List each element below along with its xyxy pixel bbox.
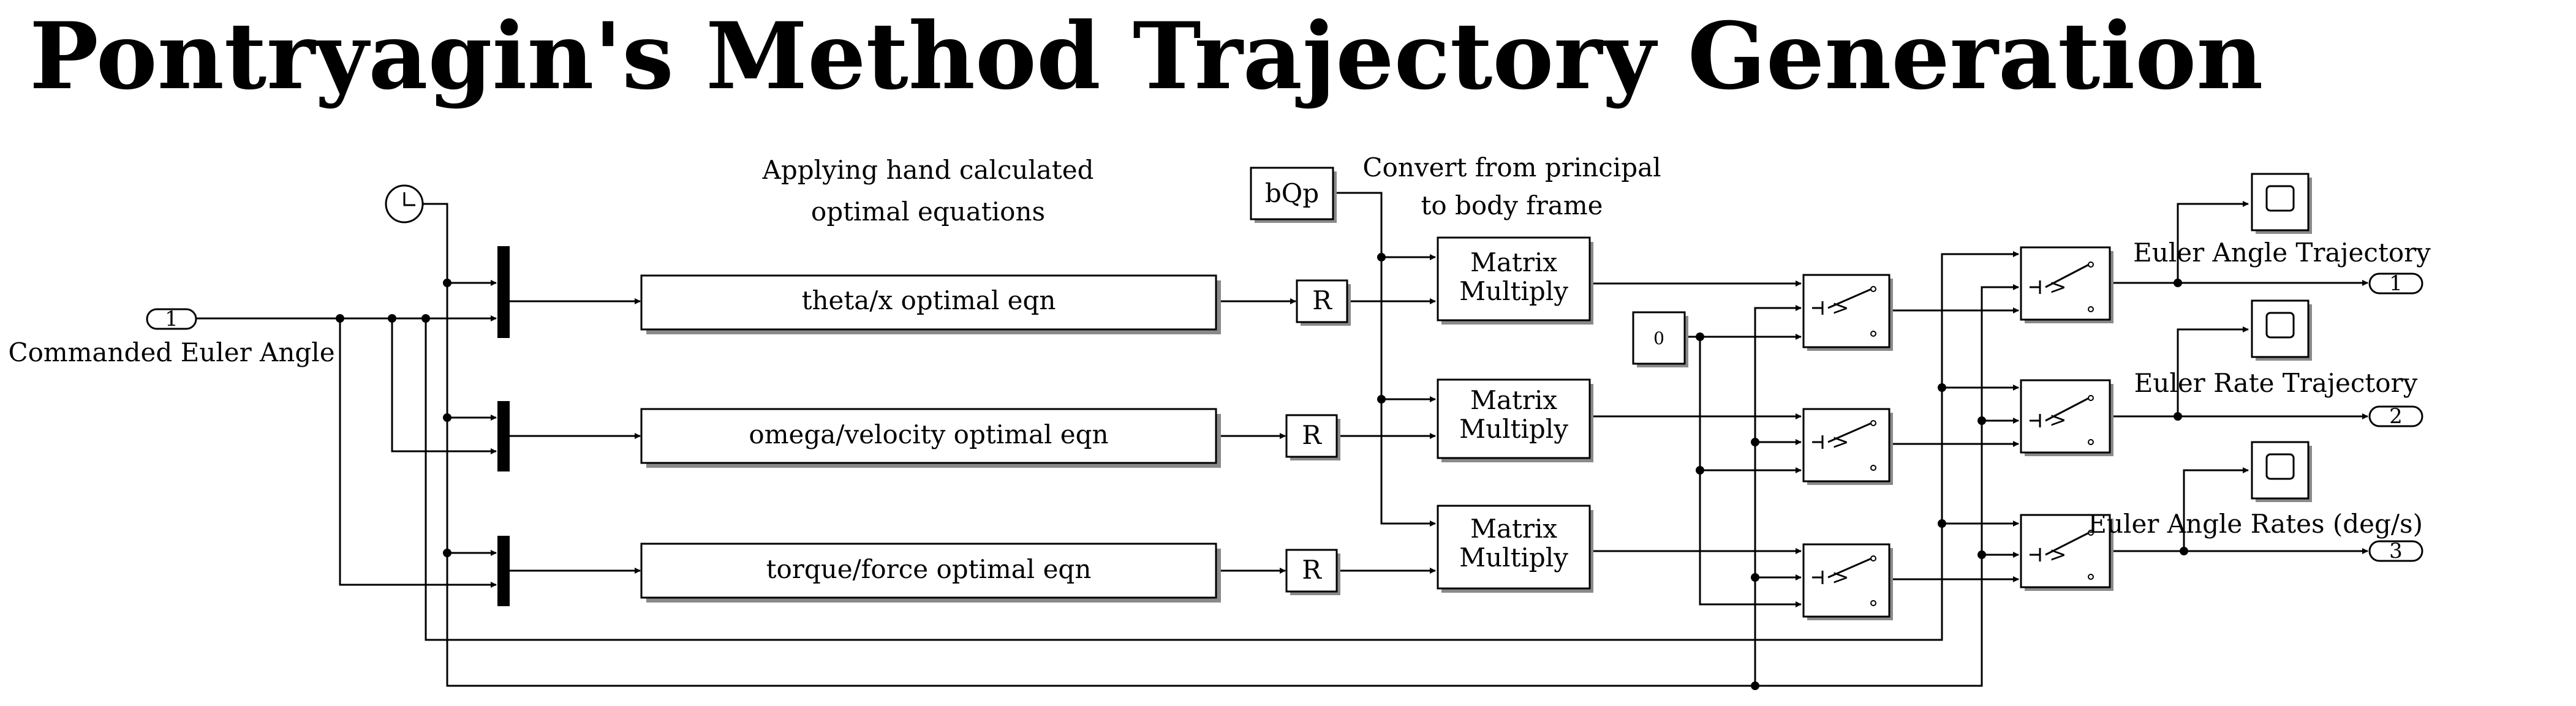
switch-stage1-2[interactable]: >	[1802, 408, 1893, 485]
r-block-2[interactable]: R	[1285, 414, 1340, 460]
outport-1[interactable]: 1	[2368, 271, 2423, 296]
mux-block-2[interactable]	[497, 401, 510, 471]
annotation-convert-line2: to body frame	[1421, 190, 1603, 220]
annotation-convert-line1: Convert from principal	[1362, 152, 1661, 182]
matrix-multiply-block-1[interactable]: Matrix Multiply	[1437, 236, 1593, 325]
matrix-multiply-block-3[interactable]: Matrix Multiply	[1437, 505, 1593, 593]
branch-points	[336, 253, 2188, 690]
inport-number: 1	[165, 307, 178, 331]
clock-icon[interactable]	[385, 184, 424, 223]
switch-stage2-1[interactable]: >	[2020, 246, 2113, 323]
optimal-eqn-label-torque: torque/force optimal eqn	[766, 554, 1092, 584]
scope-icon-3[interactable]	[2251, 441, 2312, 502]
outport-3[interactable]: 3	[2368, 539, 2423, 563]
matrix-multiply-label-line2: Multiply	[1459, 414, 1568, 444]
matrix-multiply-label-line2: Multiply	[1459, 276, 1568, 306]
r-block-label: R	[1302, 420, 1322, 450]
outport-3-label: Euler Angle Rates (deg/s)	[2088, 509, 2423, 539]
annotation-applying-line1: Applying hand calculated	[761, 155, 1093, 185]
zero-constant-label: 0	[1653, 328, 1664, 348]
matrix-multiply-label-line1: Matrix	[1470, 514, 1557, 544]
optimal-eqn-block-theta[interactable]: theta/x optimal eqn	[640, 274, 1221, 334]
switch-stage2-3[interactable]: >	[2020, 514, 2113, 591]
outport-number: 1	[2389, 271, 2403, 296]
bqp-label: bQp	[1265, 178, 1319, 208]
scope-icon-2[interactable]	[2251, 299, 2312, 361]
outport-2-label: Euler Rate Trajectory	[2134, 368, 2418, 398]
outport-number: 3	[2389, 539, 2403, 563]
r-block-label: R	[1302, 555, 1322, 585]
switch-stage2-2[interactable]: >	[2020, 379, 2113, 456]
outport-1-label: Euler Angle Trajectory	[2133, 238, 2431, 268]
matrix-multiply-label-line2: Multiply	[1459, 543, 1568, 573]
optimal-eqn-block-omega[interactable]: omega/velocity optimal eqn	[640, 408, 1221, 468]
signal-wires	[196, 192, 2368, 687]
inport-1[interactable]: 1	[146, 307, 197, 331]
switch-threshold-symbol: >	[2049, 543, 2067, 567]
matrix-multiply-block-2[interactable]: Matrix Multiply	[1437, 378, 1593, 462]
annotation-applying-line2: optimal equations	[811, 197, 1045, 227]
mux-block-3[interactable]	[497, 536, 510, 606]
diagram-title: Pontryagin's Method Trajectory Generatio…	[29, 2, 2264, 110]
switch-threshold-symbol: >	[2049, 275, 2067, 299]
matrix-multiply-label-line1: Matrix	[1470, 247, 1557, 277]
scope-icon-1[interactable]	[2251, 173, 2312, 234]
zero-constant-block[interactable]: 0	[1632, 311, 1688, 367]
optimal-eqn-label-omega: omega/velocity optimal eqn	[749, 419, 1108, 449]
switch-stage1-1[interactable]: >	[1802, 274, 1893, 351]
outport-number: 2	[2389, 404, 2403, 429]
optimal-eqn-label-theta: theta/x optimal eqn	[802, 285, 1056, 315]
r-block-1[interactable]: R	[1296, 279, 1351, 326]
r-block-label: R	[1312, 285, 1332, 315]
r-block-3[interactable]: R	[1285, 549, 1340, 595]
outport-2[interactable]: 2	[2368, 404, 2423, 429]
inport-label: Commanded Euler Angle	[8, 337, 334, 367]
matrix-multiply-label-line1: Matrix	[1470, 385, 1557, 415]
switch-stage1-3[interactable]: >	[1802, 543, 1893, 620]
mux-block-1[interactable]	[497, 246, 510, 338]
bqp-constant-block[interactable]: bQp	[1250, 167, 1337, 223]
optimal-eqn-block-torque[interactable]: torque/force optimal eqn	[640, 543, 1221, 603]
